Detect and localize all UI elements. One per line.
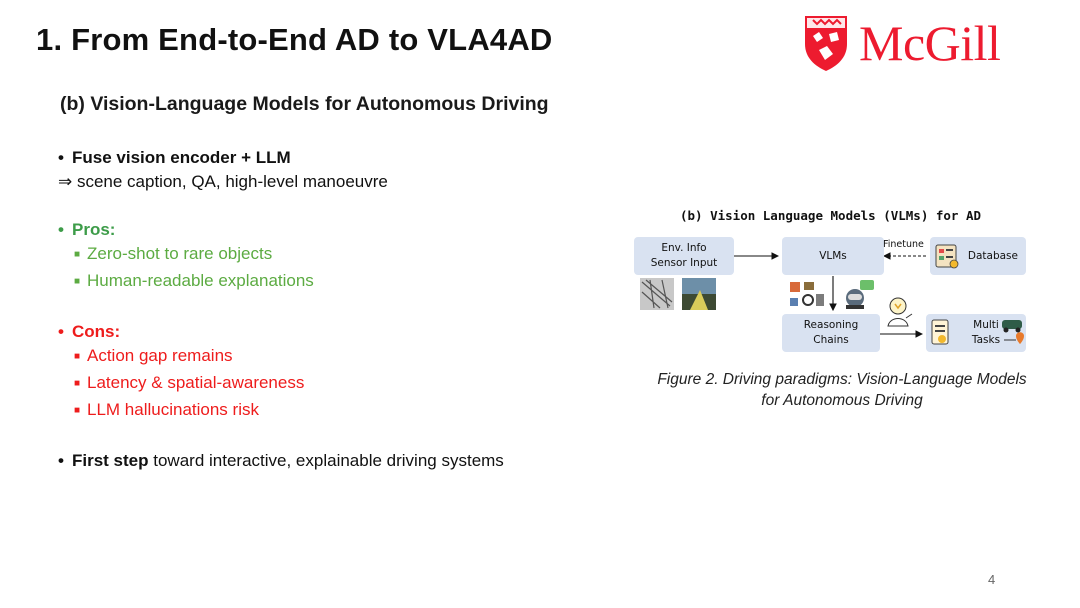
reasoning-label: Reasoning	[803, 319, 859, 331]
database-icon	[935, 244, 959, 269]
pros-item: ■Zero-shot to rare objects	[58, 242, 618, 269]
tasks-label: Tasks	[971, 334, 1001, 346]
slide-title: 1. From End-to-End AD to VLA4AD	[36, 22, 553, 57]
chat-robot-icon	[846, 280, 874, 309]
cons-item: ■Action gap remains	[58, 344, 618, 371]
reasoning-chains-box: Reasoning Chains	[782, 314, 880, 352]
sensor-input-label: Sensor Input	[650, 257, 718, 269]
bullet-fuse-detail: ⇒ scene caption, QA, high-level manoeuvr…	[58, 170, 618, 194]
pros-item-text: Human-readable explanations	[87, 271, 314, 290]
first-step-rest: toward interactive, explainable driving …	[148, 451, 504, 470]
bullet-content: •Fuse vision encoder + LLM ⇒ scene capti…	[58, 146, 618, 473]
caption-line-2: for Autonomous Driving	[761, 392, 923, 409]
slide-subtitle: (b) Vision-Language Models for Autonomou…	[60, 93, 549, 115]
database-label: Database	[967, 249, 1018, 262]
bullet-pros: •Pros:	[58, 218, 618, 242]
logo-wordmark: McGill	[859, 15, 1001, 71]
pros-item: ■Human-readable explanations	[58, 269, 618, 296]
env-info-label: Env. Info	[661, 242, 707, 254]
chains-label: Chains	[813, 334, 849, 346]
fuse-detail-text: ⇒ scene caption, QA, high-level manoeuvr…	[58, 172, 388, 191]
vlms-label: VLMs	[819, 249, 847, 262]
thinking-person-icon	[887, 297, 913, 327]
cons-item: ■Latency & spatial-awareness	[58, 371, 618, 398]
caption-line-1: Figure 2. Driving paradigms: Vision-Lang…	[657, 371, 1027, 388]
car-pin-icon	[1002, 320, 1024, 344]
cons-item: ■LLM hallucinations risk	[58, 398, 618, 425]
finetune-label: Finetune	[883, 239, 924, 250]
cons-item-text: Action gap remains	[87, 346, 233, 365]
diagram-arrows	[734, 252, 926, 338]
cons-item-text: LLM hallucinations risk	[87, 400, 259, 419]
multi-label: Multi	[973, 319, 999, 331]
first-step-bold: First step	[72, 451, 149, 470]
checklist-icon	[931, 319, 949, 345]
tools-icon	[790, 282, 824, 306]
mcgill-logo: McGill	[803, 14, 1001, 72]
figure-caption: Figure 2. Driving paradigms: Vision-Lang…	[622, 369, 1062, 411]
figure-title: (b) Vision Language Models (VLMs) for AD	[680, 208, 982, 223]
cons-title: Cons:	[72, 322, 121, 341]
cons-item-text: Latency & spatial-awareness	[87, 373, 305, 392]
page-number: 4	[988, 572, 996, 587]
bullet-first-step: •First step toward interactive, explaina…	[58, 451, 504, 470]
sensor-images-icon	[640, 278, 716, 310]
env-info-box: Env. Info Sensor Input	[634, 237, 734, 275]
pros-item-text: Zero-shot to rare objects	[87, 244, 273, 263]
vlms-box: VLMs	[782, 237, 884, 275]
vlm-diagram: (b) Vision Language Models (VLMs) for AD…	[628, 202, 1048, 362]
bullet-fuse-title: Fuse vision encoder + LLM	[72, 148, 291, 167]
bullet-cons: •Cons:	[58, 320, 618, 344]
mcgill-shield-icon	[805, 16, 847, 71]
bullet-fuse: •Fuse vision encoder + LLM	[58, 146, 618, 170]
pros-title: Pros:	[72, 220, 116, 239]
